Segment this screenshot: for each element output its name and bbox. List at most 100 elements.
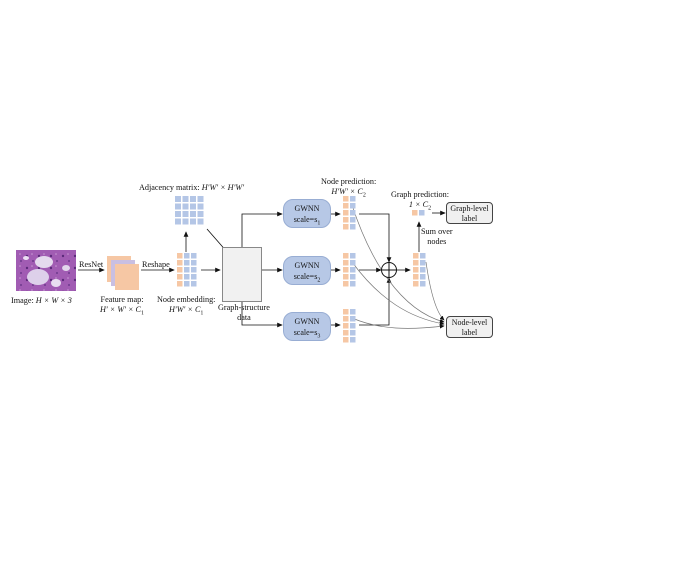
adjacency-title: Adjacency matrix: [139, 183, 200, 192]
matrix-cell [177, 267, 183, 273]
matrix-cell [413, 281, 419, 287]
gwnn-block-3: GWNN scale=s3 [283, 312, 331, 341]
matrix-cell [350, 323, 356, 329]
matrix-cell [350, 330, 356, 336]
graph-prediction-sub: 2 [428, 205, 432, 212]
node-prediction-title: Node prediction: [321, 177, 377, 186]
matrix-cell [177, 281, 183, 287]
matrix-cell [343, 196, 349, 202]
gwnn-block-1: GWNN scale=s1 [283, 199, 331, 228]
node-level-text: Node-level [451, 318, 488, 327]
matrix-cell [350, 217, 356, 223]
graph-prediction-title: Graph prediction: [391, 190, 449, 199]
matrix-cell [197, 218, 204, 225]
matrix-cell [420, 274, 426, 280]
gwnn-scale-1: scale=s1 [293, 215, 321, 227]
matrix-cell [184, 260, 190, 266]
matrix-cell [182, 196, 189, 202]
matrix-cell [343, 210, 349, 216]
matrix-cell [190, 218, 196, 225]
graph-level-text: Graph-level [450, 204, 489, 213]
node-embedding-grid [177, 253, 197, 287]
matrix-cell [343, 330, 349, 336]
matrix-cell [350, 309, 356, 315]
matrix-cell [350, 253, 356, 259]
feature-map-label: Feature map: H′ × W′ × C1 [100, 295, 144, 319]
node-embedding-sub: 1 [200, 310, 204, 317]
matrix-cell [419, 210, 425, 216]
graph-level-text-2: label [461, 213, 478, 223]
matrix-cell [343, 217, 349, 223]
matrix-cell [190, 196, 196, 202]
node-prediction-dims: H′W′ × C2 [321, 187, 376, 201]
matrix-cell [184, 267, 190, 273]
matrix-cell [177, 274, 183, 280]
matrix-cell [177, 260, 183, 266]
sum-over-label: Sum over nodes [421, 227, 453, 247]
matrix-cell [343, 337, 349, 343]
matrix-cell [175, 196, 181, 202]
input-image [16, 250, 76, 291]
matrix-cell [175, 218, 181, 225]
matrix-cell [413, 260, 419, 266]
node-prediction-grid-3 [343, 309, 356, 343]
matrix-cell [420, 260, 426, 266]
matrix-cell [182, 211, 189, 217]
node-embedding-label: Node embedding: H′W′ × C1 [157, 295, 215, 319]
feature-map-sub: 1 [141, 310, 145, 317]
gwnn-block-2: GWNN scale=s2 [283, 256, 331, 285]
graph-structure-line1: Graph-structure [218, 303, 270, 312]
feature-map-title: Feature map: [100, 295, 144, 304]
gwnn-title-3: GWNN [294, 317, 320, 326]
graph-structure-line2: data [237, 313, 251, 322]
matrix-cell [343, 253, 349, 259]
feature-map-dims-text: H′ × W′ × C [100, 305, 142, 314]
feature-map-stack [107, 256, 139, 290]
resnet-label: ResNet [79, 260, 104, 269]
graph-prediction-vector [412, 210, 425, 216]
matrix-cell [190, 211, 196, 217]
matrix-cell [412, 210, 418, 216]
arrow-to-gwnn1 [241, 211, 283, 247]
matrix-cell [413, 253, 419, 259]
node-embedding-title: Node embedding: [157, 295, 216, 304]
matrix-cell [350, 267, 356, 273]
matrix-cell [191, 281, 197, 287]
matrix-cell [350, 210, 356, 216]
adjacency-label: Adjacency matrix: H′W′ × H′W′ [139, 183, 244, 193]
matrix-cell [413, 267, 419, 273]
matrix-cell [350, 337, 356, 343]
gwnn-title-2: GWNN [294, 261, 320, 270]
graph-prediction-label: Graph prediction: 1 × C2 [391, 190, 449, 214]
node-level-label-box: Node-level label [446, 316, 493, 338]
matrix-cell [197, 211, 204, 217]
graph-prediction-dims-text: 1 × C [408, 200, 429, 209]
sum-operator [381, 262, 397, 278]
matrix-cell [343, 224, 349, 230]
adjacency-dims: H′W′ × H′W′ [201, 183, 244, 192]
matrix-cell [184, 274, 190, 280]
image-dims: H × W × 3 [35, 296, 72, 305]
matrix-cell [343, 260, 349, 266]
matrix-cell [197, 203, 204, 210]
matrix-cell [420, 281, 426, 287]
node-prediction-label: Node prediction: H′W′ × C2 [321, 177, 376, 201]
matrix-cell [350, 316, 356, 322]
node-embedding-dims-text: H′W′ × C [169, 305, 201, 314]
graph-prediction-dims: 1 × C2 [391, 200, 449, 214]
matrix-cell [350, 224, 356, 230]
matrix-cell [420, 267, 426, 273]
matrix-cell [175, 203, 181, 210]
image-label-text: Image: [11, 296, 34, 305]
matrix-cell [343, 316, 349, 322]
reshape-label: Reshape [142, 260, 170, 269]
node-prediction-sub: 2 [362, 192, 366, 199]
image-label: Image: H × W × 3 [11, 296, 72, 306]
matrix-cell [350, 260, 356, 266]
matrix-cell [350, 274, 356, 280]
matrix-cell [343, 323, 349, 329]
matrix-cell [191, 274, 197, 280]
sum-over-line2: nodes [427, 237, 447, 246]
